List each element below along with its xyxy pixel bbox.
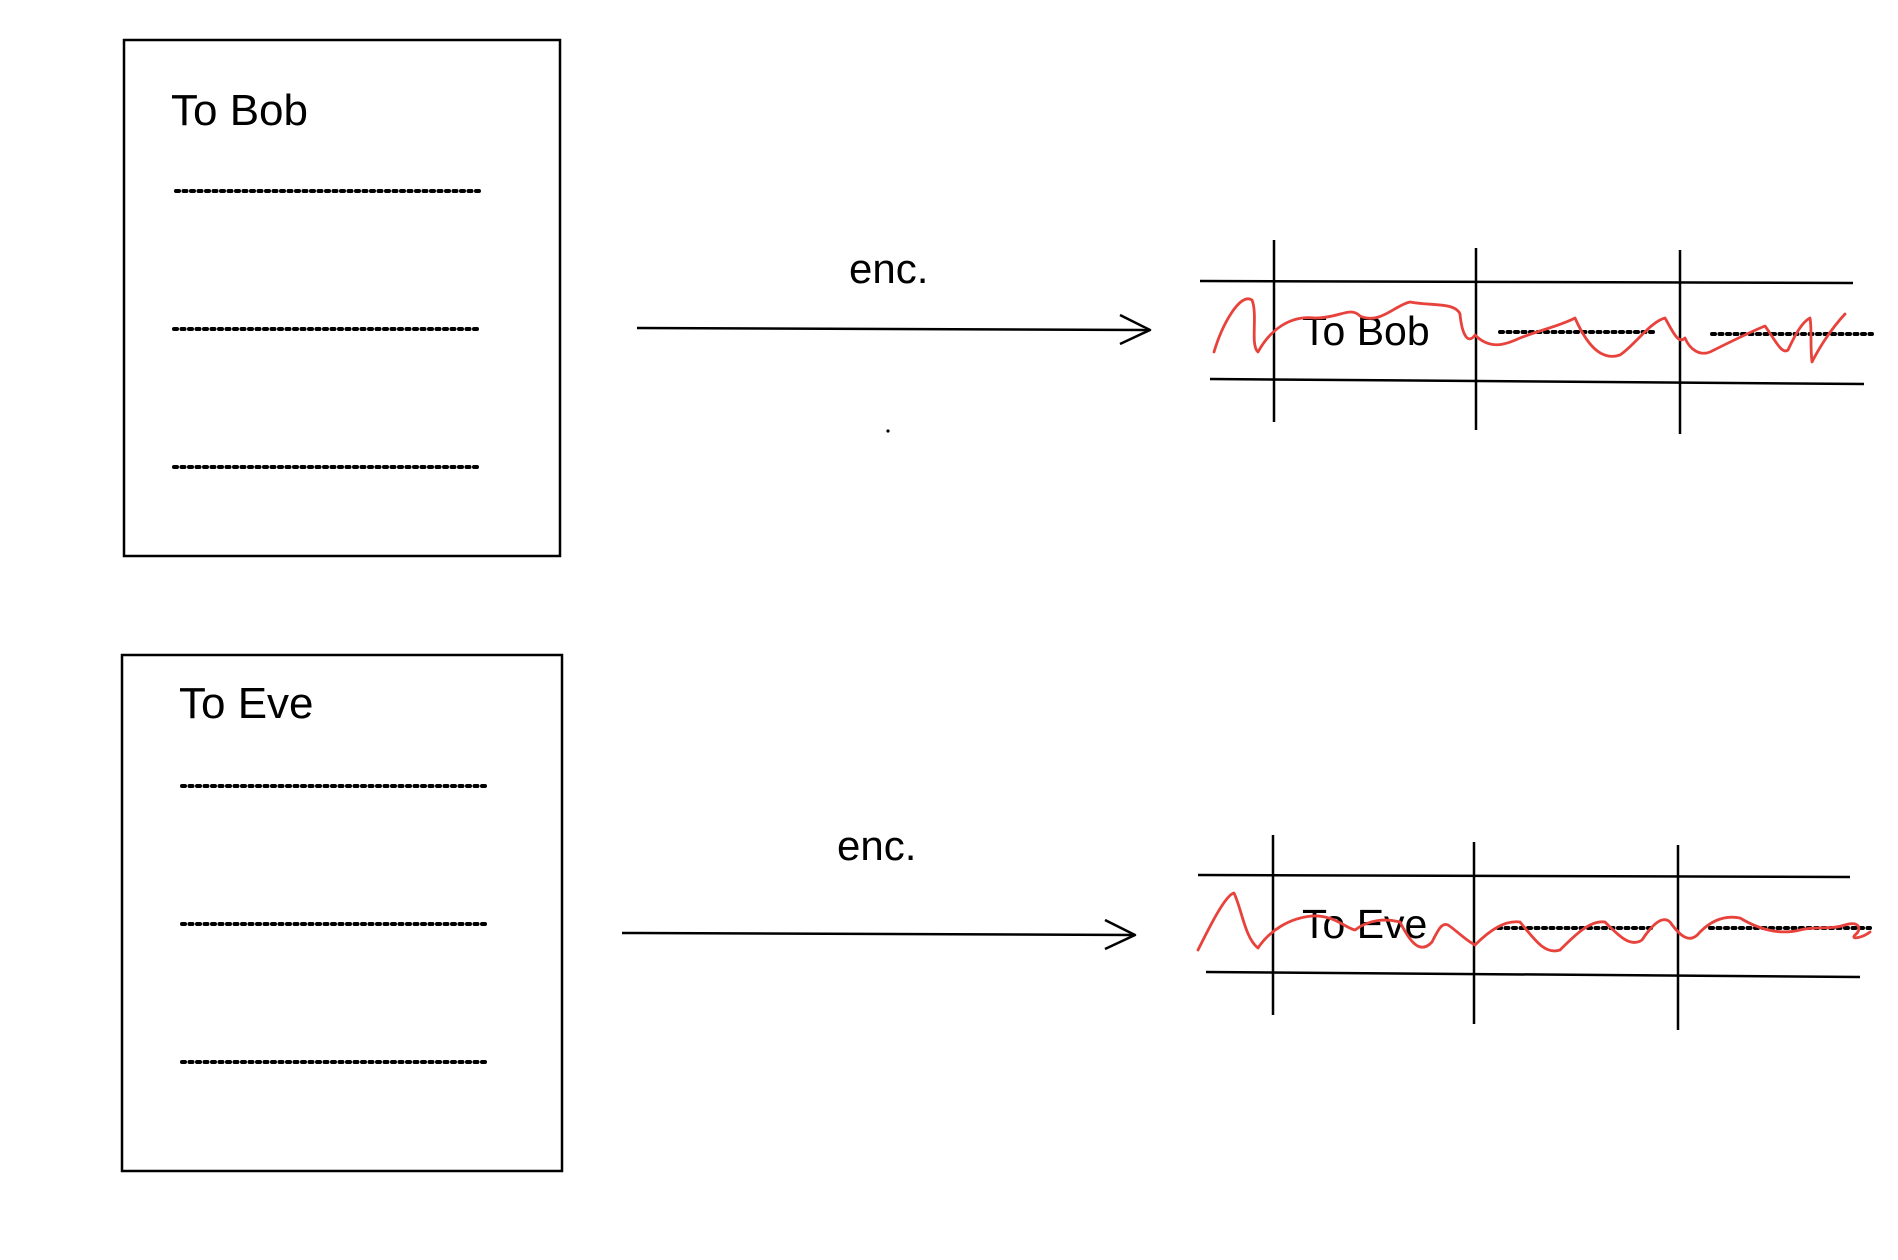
encryption-label: enc. (837, 822, 916, 869)
plaintext-document-eve: To Eve (120, 653, 564, 1173)
arrow-head (1104, 918, 1137, 951)
plaintext-document-bob: To Bob (122, 38, 562, 558)
document-title: To Eve (179, 679, 314, 728)
row-bob: To Bob enc. To Bob (122, 38, 1874, 558)
block-border-top (1197, 873, 1851, 879)
document-frame (122, 38, 562, 558)
document-frame (120, 653, 564, 1173)
block-border-top (1199, 279, 1854, 285)
block-text: To Bob (1302, 308, 1430, 354)
encryption-label: enc. (849, 245, 928, 292)
ciphertext-blocks-bob: To Bob (1199, 240, 1874, 434)
encryption-arrow-bob: enc. (636, 245, 1152, 433)
ciphertext-blocks-eve: To Eve (1196, 835, 1872, 1030)
arrow-shaft (636, 326, 1151, 332)
scrambled-scribble (1212, 297, 1847, 364)
arrow-shaft (621, 931, 1136, 937)
row-eve: To Eve enc. To Eve (120, 653, 1872, 1173)
scrambled-scribble (1196, 891, 1872, 953)
document-title: To Bob (171, 86, 308, 135)
encryption-arrow-eve: enc. (621, 822, 1137, 951)
block-border-bottom (1209, 377, 1865, 386)
stray-dot (886, 429, 890, 433)
block-border-bottom (1205, 970, 1861, 979)
arrow-head (1119, 313, 1152, 346)
